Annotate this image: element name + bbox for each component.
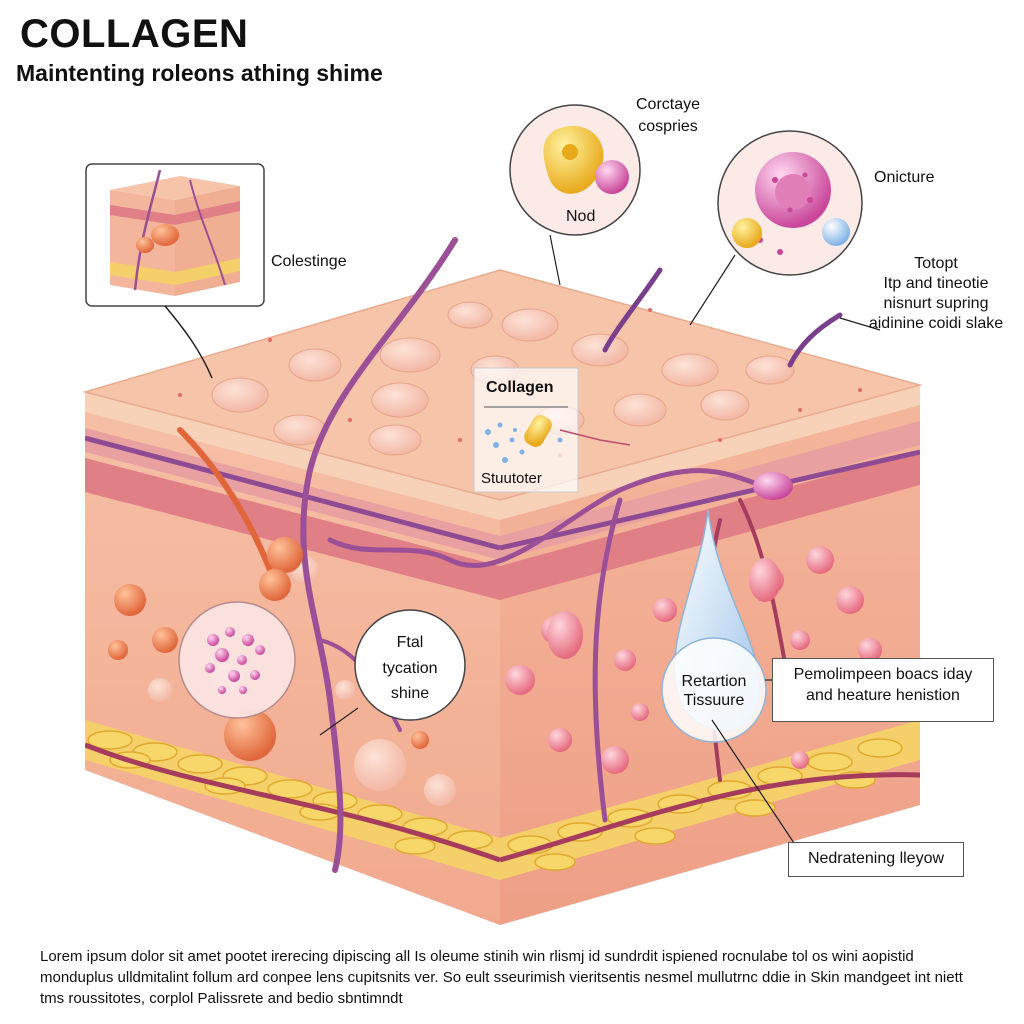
retention-label: Retartion Tissuure (681, 673, 747, 710)
footer-text: Lorem ipsum dolor sit amet pootet irerec… (40, 948, 963, 1007)
inset-label: Colestinge (271, 253, 347, 270)
page-subtitle: Maintenting roleons athing shime (16, 60, 383, 86)
fat-cells-right (507, 738, 903, 871)
bubble-a-caption: Corctaye cospries (636, 96, 701, 136)
inset-pointer (164, 305, 213, 379)
collagen-box-title: Collagen (486, 379, 554, 396)
retention-bubble (661, 637, 801, 853)
right-text-pointer (839, 317, 881, 331)
bubble-b-caption: Onicture (874, 169, 935, 186)
right-info-box: Pemolimpeen boacs iday and heature henis… (772, 658, 994, 722)
collagen-box-subtitle: Stuutoter (481, 470, 542, 487)
bubble-cell-c (178, 601, 296, 719)
bottom-info-box: Nedratening lleyow (788, 842, 964, 877)
bubble-cell-b (689, 130, 863, 326)
vessel-nodes (259, 472, 793, 659)
left-bubble-text: Ftal tycation shine (382, 634, 438, 703)
page-title: COLLAGEN (20, 12, 249, 56)
bubble-cell-a (509, 104, 641, 286)
inset-skin-block (85, 163, 265, 307)
collagen-structure-box (473, 367, 631, 493)
bubble-a-inner-label: Nod (566, 208, 596, 225)
right-side-text: Totopt Itp and tineotie nisnurt supring … (868, 255, 1004, 332)
text-bubble-left (319, 609, 466, 736)
